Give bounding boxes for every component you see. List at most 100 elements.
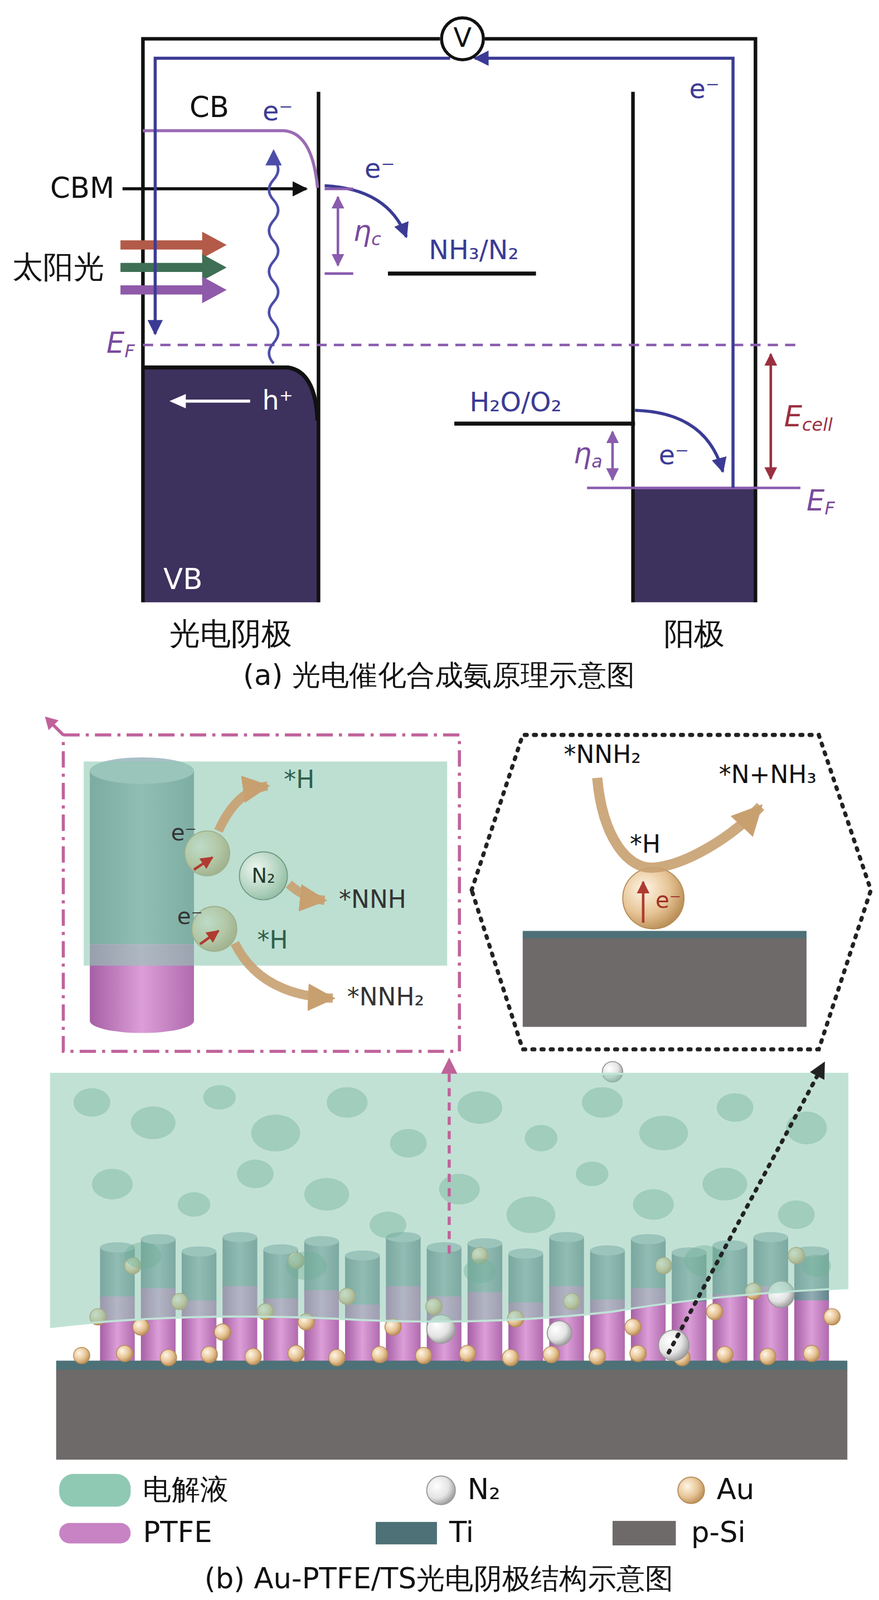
- band-diagram: [630, 91, 635, 603]
- redox-level-label: H₂O/O₂: [469, 387, 562, 419]
- hole-label: h⁺: [262, 385, 294, 417]
- zoom-inset-pillar: [200, 930, 219, 945]
- photocathode-structure: [236, 1159, 274, 1189]
- band-diagram: [769, 354, 773, 479]
- photocathode-structure: [439, 1173, 480, 1205]
- zoom-inset-gold: [522, 930, 807, 939]
- photocathode-structure: [759, 1348, 776, 1366]
- electrode-label: 阳极: [663, 616, 726, 652]
- photocathode-structure: [132, 1318, 149, 1335]
- band-diagram: [387, 271, 537, 276]
- band-diagram: [269, 159, 279, 364]
- zoom-inset-pillar: [193, 857, 213, 871]
- photocathode-structure: [116, 1345, 133, 1362]
- band-diagram: [120, 240, 205, 250]
- overpotential-label: ηa: [573, 437, 603, 473]
- subscript: F: [824, 498, 835, 519]
- photocathode-structure: [463, 1258, 497, 1284]
- edge-label: e⁻: [689, 74, 720, 106]
- electrode-label: 光电阴极: [169, 616, 293, 652]
- photocathode-structure: [415, 1347, 432, 1364]
- photocathode-structure: [447, 1071, 451, 1254]
- legend-sample: [426, 1475, 456, 1505]
- photocathode-structure: [589, 1348, 606, 1366]
- photocathode-structure: [459, 1345, 476, 1362]
- photocathode-structure: [130, 1106, 176, 1140]
- photocathode-structure: [51, 1074, 848, 1328]
- photocathode-structure: [124, 1242, 162, 1270]
- product-label: *N+NH₃: [719, 761, 817, 791]
- photocathode-structure: [547, 1321, 572, 1346]
- electron-label: e⁻: [177, 904, 203, 930]
- subscript: c: [371, 229, 381, 250]
- band-diagram: [120, 39, 803, 603]
- photocathode-band: 光电阴极: [142, 333, 319, 603]
- zoom-inset-pillar: [288, 884, 325, 901]
- band-diagram: [169, 394, 186, 409]
- photocathode-structure: [214, 1324, 231, 1341]
- band-diagram: [265, 148, 282, 165]
- electron-label: e⁻: [658, 440, 689, 472]
- photocathode-structure: [716, 1346, 733, 1363]
- electron-label: e⁻: [364, 154, 395, 186]
- band-diagram: [202, 276, 227, 304]
- photocathode-structure: [73, 1085, 832, 1284]
- band-diagram: [142, 343, 803, 347]
- electron-flow-wire: [474, 57, 733, 488]
- band-diagram: [336, 196, 340, 266]
- zoom-inset-pillar: [63, 735, 460, 1052]
- zoom-inset-pillar: [52, 724, 63, 735]
- photocathode-structure: [502, 1349, 519, 1366]
- zoom-inset-pillar: [83, 761, 448, 966]
- photocathode-structure: [581, 1087, 623, 1119]
- legend-swatch: [612, 1521, 677, 1546]
- photocathode-structure: [457, 1091, 503, 1125]
- photocathode-structure: [73, 1347, 90, 1364]
- photocathode-structure: [73, 1088, 111, 1117]
- photocathode-structure: [390, 1129, 427, 1158]
- band-diagram: [202, 254, 227, 281]
- electron-label: e⁻: [655, 887, 682, 914]
- intermediate-label: *NNH₂: [347, 984, 425, 1013]
- photocathode-structure: [201, 1346, 218, 1363]
- fermi-level-label: EF: [806, 484, 835, 521]
- band-diagram: [142, 39, 756, 603]
- photocathode-structure: [304, 1178, 350, 1212]
- legend-swatch: [375, 1522, 437, 1545]
- legend-swatch: [59, 1523, 131, 1544]
- figure-caption: (b) Au-PTFE/TS光电阴极结构示意图: [204, 1562, 674, 1596]
- photocathode-structure: [440, 1057, 458, 1075]
- photocathode-structure: [245, 1348, 262, 1366]
- band-diagram: [120, 285, 205, 295]
- electron-flow-wire: [154, 57, 450, 334]
- photocathode-structure: [524, 1124, 558, 1152]
- photocathode-structure: [202, 1085, 236, 1110]
- photocathode-structure: [702, 1167, 748, 1201]
- n2-molecule: N₂: [239, 851, 289, 901]
- band-diagram: [142, 130, 318, 188]
- zoom-inset-pillar: [89, 1008, 194, 1034]
- band-label: CB: [189, 91, 230, 125]
- electron-label: e⁻: [171, 819, 197, 846]
- photocathode-structure: [629, 1345, 647, 1362]
- band-diagram: [120, 263, 205, 273]
- zoom-inset-pillar: [45, 716, 60, 731]
- photocathode-structure: [177, 1192, 211, 1217]
- intermediate-label: *NNH₂: [563, 741, 641, 770]
- photocathode-structure: [778, 1200, 815, 1230]
- node-text: N₂: [251, 863, 275, 888]
- voltmeter-circle: V: [439, 16, 485, 62]
- photocathode-structure: [328, 1349, 346, 1366]
- band-diagram: [143, 367, 318, 602]
- zoom-inset-gold: [596, 778, 761, 868]
- photocathode-structure: [803, 1345, 820, 1362]
- intermediate-label: *H: [629, 831, 661, 860]
- photocathode-structure: [706, 1303, 723, 1320]
- zoom-inset-gold: [522, 936, 807, 1027]
- legend-sample: [677, 1477, 705, 1504]
- redox-level-label: NH₃/N₂: [428, 235, 519, 267]
- band-diagram: [183, 399, 251, 403]
- node-text: V: [453, 23, 472, 55]
- cell-voltage-label: Ecell: [784, 401, 833, 437]
- photocathode-structure: [371, 1346, 388, 1363]
